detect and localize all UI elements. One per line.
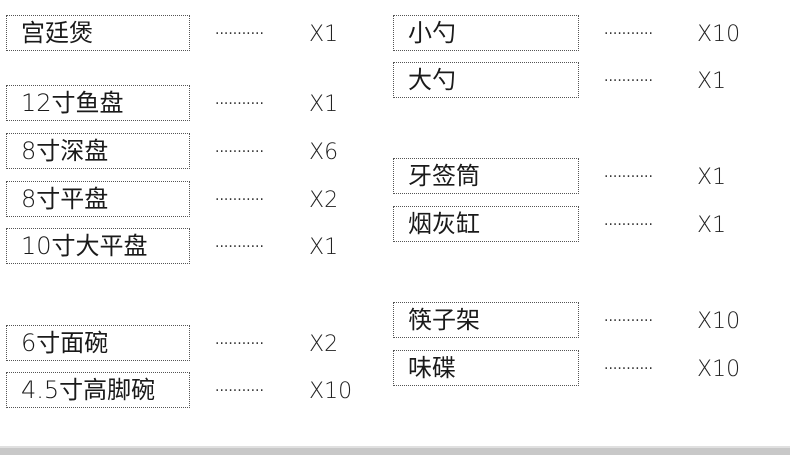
list-item: 烟灰缸 ........... X1 <box>393 206 773 244</box>
item-name: 10寸大平盘 <box>6 228 190 264</box>
list-item: 10寸大平盘 ........... X1 <box>6 228 366 266</box>
item-name: 8寸平盘 <box>6 181 190 217</box>
leader-dots: ........... <box>215 22 264 38</box>
item-quantity: X1 <box>309 235 339 260</box>
list-item: 小勺 ........... X10 <box>393 15 773 53</box>
leader-dots: ........... <box>215 332 264 348</box>
item-name: 4.5寸高脚碗 <box>6 372 190 408</box>
item-name: 牙签筒 <box>393 158 579 194</box>
item-quantity: X1 <box>309 92 339 117</box>
bottom-band <box>0 448 790 455</box>
leader-dots: ........... <box>604 165 653 181</box>
item-quantity: X10 <box>697 309 741 334</box>
list-item: 4.5寸高脚碗 ........... X10 <box>6 372 366 410</box>
bottom-divider <box>0 446 790 448</box>
leader-dots: ........... <box>604 309 653 325</box>
item-name: 小勺 <box>393 15 579 51</box>
item-name: 大勺 <box>393 62 579 98</box>
list-item: 6寸面碗 ........... X2 <box>6 325 366 363</box>
leader-dots: ........... <box>215 92 264 108</box>
item-quantity: X2 <box>309 332 339 357</box>
leader-dots: ........... <box>604 213 653 229</box>
item-quantity: X1 <box>697 213 727 238</box>
item-name: 筷子架 <box>393 302 579 338</box>
list-item: 12寸鱼盘 ........... X1 <box>6 85 366 123</box>
item-quantity: X10 <box>309 379 353 404</box>
item-name: 12寸鱼盘 <box>6 85 190 121</box>
list-item: 宫廷煲 ........... X1 <box>6 15 366 53</box>
item-quantity: X2 <box>309 188 339 213</box>
item-quantity: X1 <box>309 22 339 47</box>
item-name: 6寸面碗 <box>6 325 190 361</box>
item-name: 宫廷煲 <box>6 15 190 51</box>
item-name: 味碟 <box>393 350 579 386</box>
item-quantity: X6 <box>309 140 339 165</box>
leader-dots: ........... <box>604 69 653 85</box>
item-quantity: X1 <box>697 69 727 94</box>
leader-dots: ........... <box>604 357 653 373</box>
list-item: 8寸深盘 ........... X6 <box>6 133 366 171</box>
leader-dots: ........... <box>215 379 264 395</box>
leader-dots: ........... <box>215 140 264 156</box>
item-quantity: X10 <box>697 22 741 47</box>
leader-dots: ........... <box>215 235 264 251</box>
leader-dots: ........... <box>604 22 653 38</box>
list-item: 牙签筒 ........... X1 <box>393 158 773 196</box>
list-item: 味碟 ........... X10 <box>393 350 773 388</box>
leader-dots: ........... <box>215 188 264 204</box>
item-quantity: X1 <box>697 165 727 190</box>
item-quantity: X10 <box>697 357 741 382</box>
list-item: 大勺 ........... X1 <box>393 62 773 100</box>
list-item: 8寸平盘 ........... X2 <box>6 181 366 219</box>
item-name: 8寸深盘 <box>6 133 190 169</box>
list-item: 筷子架 ........... X10 <box>393 302 773 340</box>
item-name: 烟灰缸 <box>393 206 579 242</box>
